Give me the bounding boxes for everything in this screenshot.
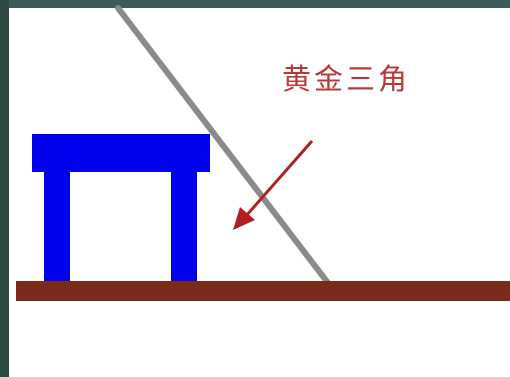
frame-top-bar: [0, 0, 510, 8]
floor-bar: [16, 281, 510, 301]
golden-triangle-label: 黄金三角: [282, 62, 411, 96]
table-leg-left: [44, 170, 70, 282]
arrow-head: [233, 207, 255, 230]
leaning-pole: [115, 5, 331, 286]
table-leg-right: [171, 170, 197, 282]
frame-left-bar: [0, 0, 9, 377]
arrow-shaft: [244, 140, 314, 217]
table-top: [32, 134, 210, 172]
